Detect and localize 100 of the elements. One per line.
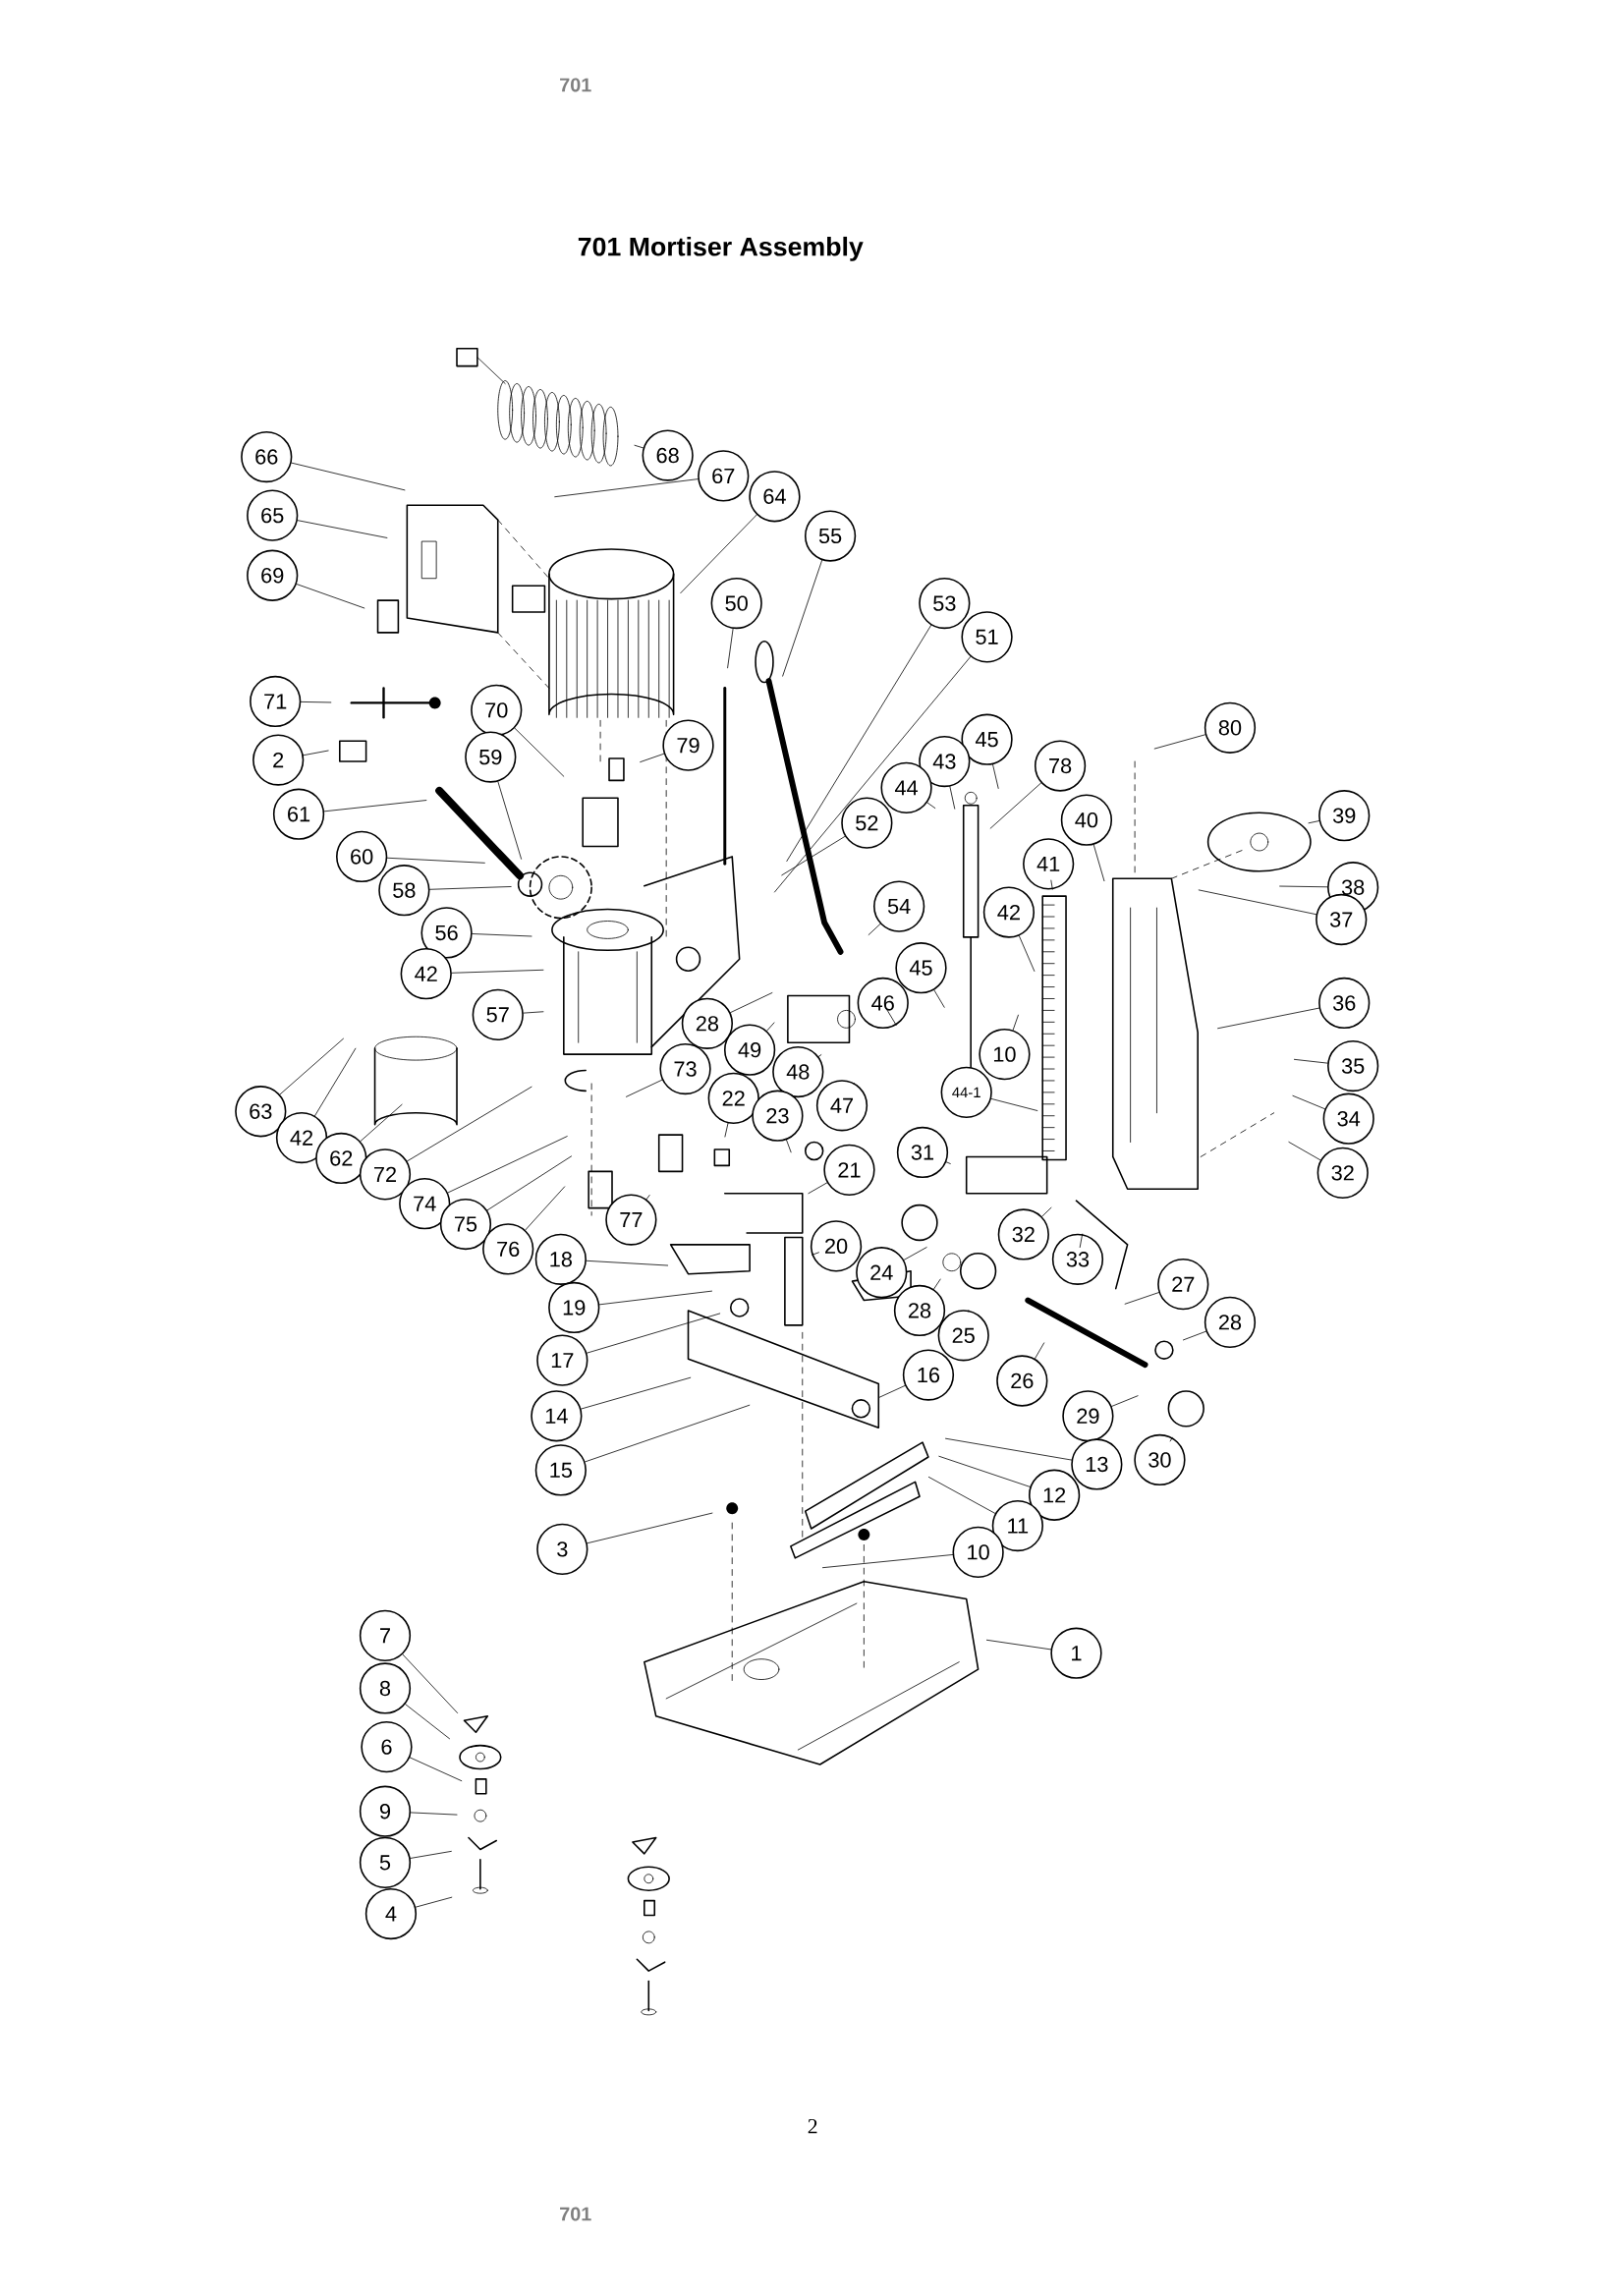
leader-line xyxy=(587,1313,721,1354)
leader-line xyxy=(782,559,823,677)
callout-number: 29 xyxy=(1062,1390,1114,1442)
callout-number: 52 xyxy=(841,797,893,849)
leader-line xyxy=(554,478,699,498)
leader-line xyxy=(279,1037,344,1095)
header-text: 701 xyxy=(560,2207,591,2221)
callout-number: 45 xyxy=(895,942,947,994)
leader-line xyxy=(786,1139,792,1153)
callout-number: 73 xyxy=(659,1042,711,1095)
leader-line xyxy=(1153,734,1206,750)
leader-line xyxy=(523,1011,544,1014)
callout-number: 77 xyxy=(605,1194,657,1246)
callout-number: 44 xyxy=(880,761,932,813)
callout-number: 35 xyxy=(1327,1039,1379,1092)
leader-line xyxy=(808,1182,828,1195)
callout-number: 34 xyxy=(1322,1092,1374,1145)
callout-number: 28 xyxy=(893,1284,946,1337)
leader-line xyxy=(402,1653,459,1713)
leader-line xyxy=(297,520,388,538)
leader-line xyxy=(585,1404,751,1463)
leader-line xyxy=(1012,1014,1019,1031)
callout-number: 78 xyxy=(1035,740,1087,792)
callout-number: 50 xyxy=(710,577,762,630)
callout-number: 26 xyxy=(996,1355,1048,1407)
callout-number: 12 xyxy=(1029,1469,1081,1521)
leader-line xyxy=(903,1247,927,1260)
callout-number: 72 xyxy=(359,1148,412,1201)
leader-line xyxy=(296,584,365,609)
callout-number: 70 xyxy=(471,684,523,736)
leader-line xyxy=(291,462,406,491)
leader-line xyxy=(986,1639,1052,1651)
callout-number: 3 xyxy=(536,1523,588,1575)
callout-number: 49 xyxy=(724,1024,776,1076)
callout-number: 43 xyxy=(919,735,971,788)
callout-number: 1 xyxy=(1050,1627,1102,1679)
leader-line xyxy=(1111,1395,1139,1407)
callout-number: 8 xyxy=(359,1662,412,1714)
callout-number: 5 xyxy=(359,1836,412,1888)
leader-line xyxy=(774,656,972,893)
leader-line xyxy=(1018,935,1036,972)
leader-line xyxy=(933,989,945,1008)
callout-number: 2 xyxy=(252,734,305,786)
callout-number: 74 xyxy=(399,1178,451,1230)
leader-line xyxy=(451,969,544,974)
leader-line xyxy=(486,1155,573,1211)
leader-line xyxy=(405,1704,451,1740)
callout-number: 32 xyxy=(997,1208,1049,1260)
callout-number: 67 xyxy=(698,450,750,502)
leader-line xyxy=(938,1455,1031,1487)
callout-number: 27 xyxy=(1157,1259,1209,1311)
callout-number: 79 xyxy=(662,719,714,771)
callout-number: 60 xyxy=(336,830,388,883)
callout-number: 14 xyxy=(531,1390,583,1442)
callout-number: 46 xyxy=(857,977,909,1030)
leader-line xyxy=(626,1079,663,1097)
callout-number: 47 xyxy=(815,1080,868,1132)
callout-number: 21 xyxy=(823,1144,875,1196)
callout-number: 11 xyxy=(991,1499,1044,1552)
leader-line xyxy=(1198,889,1317,916)
leader-line xyxy=(1079,1233,1084,1248)
callout-number: 18 xyxy=(534,1233,588,1285)
callout-number: 10 xyxy=(979,1029,1031,1081)
leader-line xyxy=(407,1086,532,1162)
callout-number: 42 xyxy=(982,886,1036,938)
callout-number: 28 xyxy=(681,997,734,1049)
leader-line xyxy=(817,1054,822,1057)
callout-number: 68 xyxy=(642,429,694,481)
callout-number: 69 xyxy=(247,549,299,601)
callout-number: 51 xyxy=(961,611,1013,663)
leader-line xyxy=(301,701,332,703)
leader-line xyxy=(1035,1342,1045,1360)
leader-line xyxy=(323,800,427,812)
callout-number: 59 xyxy=(465,731,517,783)
callout-number: 32 xyxy=(1316,1147,1369,1199)
callout-number: 28 xyxy=(1204,1296,1257,1348)
callout-number: 41 xyxy=(1023,838,1075,890)
callout-number: 53 xyxy=(919,577,971,630)
title: 701 Mortiser Assembly xyxy=(578,236,864,261)
leader-line xyxy=(525,1186,566,1231)
leader-line xyxy=(386,857,485,864)
callout-number: 15 xyxy=(534,1444,588,1496)
leader-line xyxy=(928,1477,996,1514)
callout-number: 54 xyxy=(873,880,925,932)
callout-number: 36 xyxy=(1318,977,1371,1030)
leader-line xyxy=(945,1437,1073,1461)
leader-line xyxy=(1308,820,1320,824)
leader-line xyxy=(514,727,565,777)
callout-number: 30 xyxy=(1134,1433,1186,1486)
leader-line xyxy=(1041,1206,1052,1217)
page-number: 2 xyxy=(808,2118,817,2134)
callout-number: 57 xyxy=(472,988,524,1040)
leader-line xyxy=(781,835,846,876)
callout-number: 71 xyxy=(250,675,302,728)
leader-line xyxy=(1292,1094,1325,1110)
leader-line xyxy=(410,1812,458,1816)
callout-number: 44-1 xyxy=(940,1066,992,1118)
leader-line xyxy=(410,1851,452,1859)
leader-line xyxy=(360,1103,403,1143)
leader-line xyxy=(727,628,734,669)
